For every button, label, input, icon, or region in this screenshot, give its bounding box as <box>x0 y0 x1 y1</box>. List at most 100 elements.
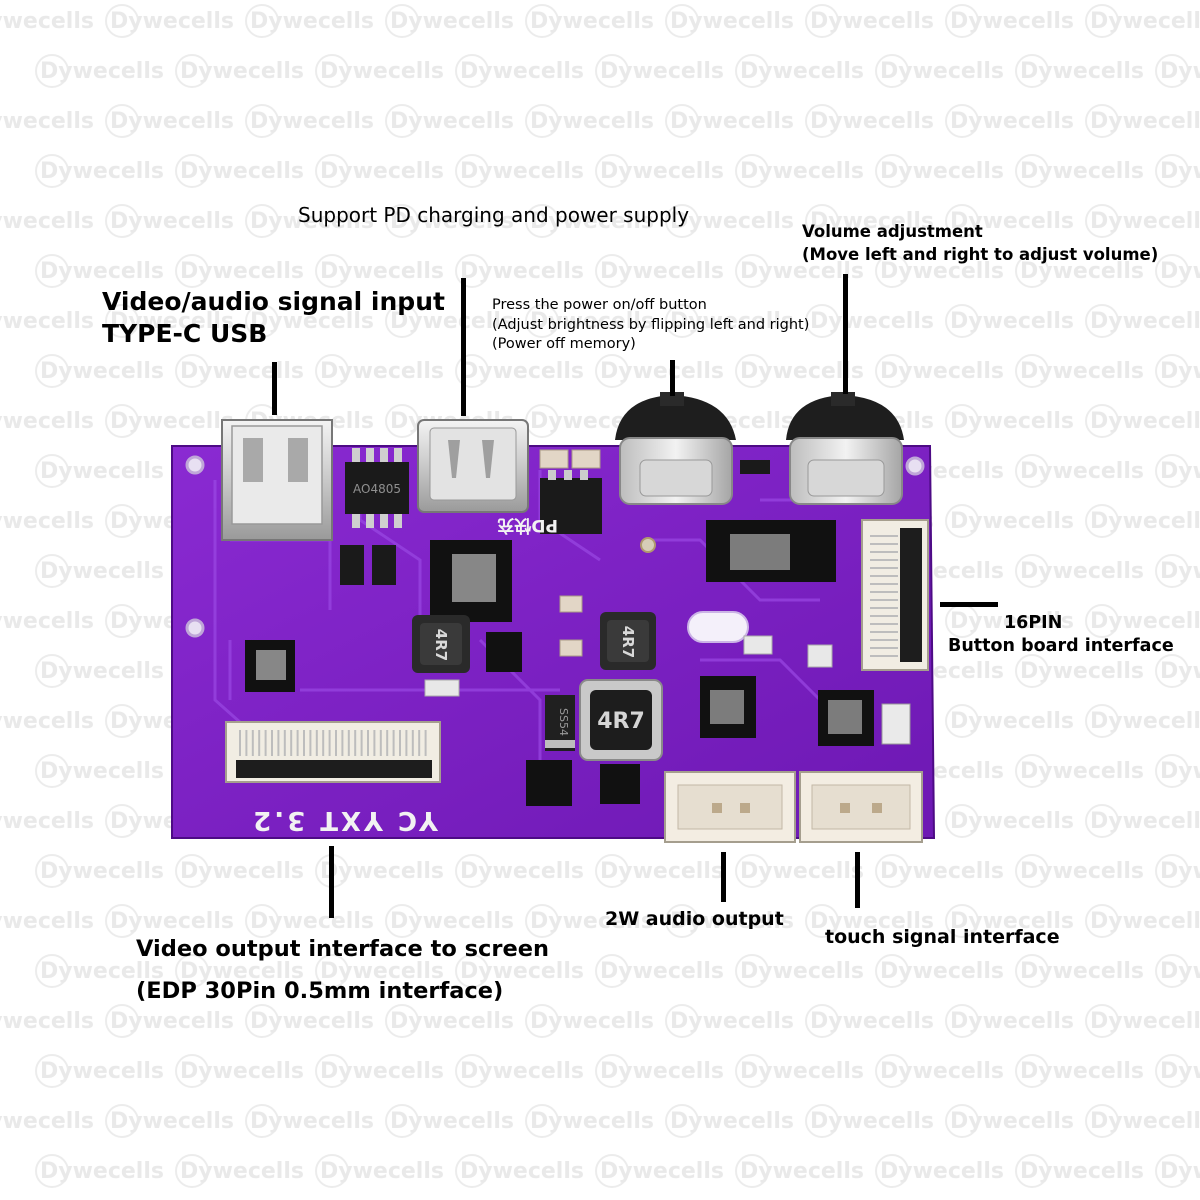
video-output-line1: Video output interface to screen <box>136 936 549 962</box>
watermark-text: Dywecells <box>950 409 1074 434</box>
watermark-logo <box>385 204 419 238</box>
watermark-logo <box>735 354 769 388</box>
watermark-logo <box>35 1154 69 1188</box>
watermark-logo <box>35 154 69 188</box>
watermark-logo <box>245 104 279 138</box>
watermark-text: Dywecells <box>530 209 654 234</box>
watermark-text: Dywecells <box>950 709 1074 734</box>
volume-thumbwheel <box>786 392 904 505</box>
watermark-text: Dywecells <box>390 209 514 234</box>
watermark-text: Dywecells <box>810 1109 934 1134</box>
watermark-logo <box>105 504 139 538</box>
watermark-text: Dywecells <box>180 1059 304 1084</box>
watermark-text: Dywecells <box>530 109 654 134</box>
watermark-logo <box>245 304 279 338</box>
watermark-text: Dywecells <box>1160 559 1200 584</box>
usb-input-callout: Video/audio signal input TYPE-C USB <box>102 286 445 350</box>
watermark-text: Dywecells <box>1090 9 1200 34</box>
watermark-text: Dywecells <box>0 1009 94 1034</box>
watermark-logo <box>945 404 979 438</box>
volume-leader <box>843 274 848 394</box>
watermark-text: Dywecells <box>320 859 444 884</box>
watermark-logo <box>875 1054 909 1088</box>
inductor-1: 4R7 <box>412 615 470 673</box>
watermark-text: Dywecells <box>810 109 934 134</box>
watermark-text: Dywecells <box>460 1059 584 1084</box>
watermark-logo <box>245 1004 279 1038</box>
watermark-logo <box>525 1004 559 1038</box>
watermark-logo <box>735 954 769 988</box>
watermark-text: Dywecells <box>1160 659 1200 684</box>
inductor-3-label: 4R7 <box>597 709 645 734</box>
watermark-text: Dywecells <box>950 1009 1074 1034</box>
watermark-logo <box>525 304 559 338</box>
watermark-text: Dywecells <box>1020 259 1144 284</box>
watermark-text: Dywecells <box>530 1109 654 1134</box>
watermark-logo <box>315 154 349 188</box>
watermark-logo <box>945 804 979 838</box>
watermark-text: Dywecells <box>250 109 374 134</box>
watermark-text: Dywecells <box>0 709 94 734</box>
watermark-logo <box>1155 754 1189 788</box>
watermark-text: Dywecells <box>950 1109 1074 1134</box>
video-output-callout: Video output interface to screen (EDP 30… <box>136 928 549 1012</box>
watermark-text: Dywecells <box>1020 159 1144 184</box>
watermark-logo <box>385 1004 419 1038</box>
watermark-logo <box>665 104 699 138</box>
watermark-text: Dywecells <box>1160 459 1200 484</box>
volume-line2: (Move left and right to adjust volume) <box>802 245 1159 264</box>
watermark-text: Dywecells <box>1090 1109 1200 1134</box>
watermark-text: Dywecells <box>1090 109 1200 134</box>
audio-output-text: 2W audio output <box>605 908 784 930</box>
watermark-text: Dywecells <box>390 309 514 334</box>
watermark-text: Dywecells <box>110 309 234 334</box>
watermark-logo <box>35 654 69 688</box>
watermark-text: Dywecells <box>180 359 304 384</box>
watermark-text: Dywecells <box>1020 1159 1144 1184</box>
watermark-text: Dywecells <box>950 209 1074 234</box>
inductor-3: 4R7 <box>579 679 663 761</box>
watermark-text: Dywecells <box>670 209 794 234</box>
watermark-logo <box>315 54 349 88</box>
watermark-text: Dywecells <box>1090 1009 1200 1034</box>
inductor-2-label: 4R7 <box>619 626 637 658</box>
watermark-logo <box>1155 554 1189 588</box>
watermark-logo <box>1155 1054 1189 1088</box>
watermark-logo <box>35 54 69 88</box>
watermark-logo <box>385 4 419 38</box>
button-board-line1: 16PIN <box>1004 613 1063 633</box>
watermark-text: Dywecells <box>180 859 304 884</box>
volume-line1: Volume adjustment <box>802 222 983 241</box>
watermark-logo <box>595 1054 629 1088</box>
watermark-logo <box>875 54 909 88</box>
watermark-logo <box>455 954 489 988</box>
watermark-text: Dywecells <box>180 959 304 984</box>
watermark-text: Dywecells <box>1020 1059 1144 1084</box>
watermark-logo <box>455 1054 489 1088</box>
watermark-text: Dywecells <box>460 259 584 284</box>
watermark-text: Dywecells <box>390 1009 514 1034</box>
watermark-logo <box>595 1154 629 1188</box>
button-board-leader <box>940 602 998 607</box>
watermark-text: Dywecells <box>0 309 94 334</box>
diode-label: SS54 <box>557 708 570 736</box>
watermark-logo <box>805 4 839 38</box>
watermark-logo <box>525 1104 559 1138</box>
watermark-logo <box>665 1004 699 1038</box>
watermark-text: Dywecells <box>880 959 1004 984</box>
watermark-logo <box>735 1054 769 1088</box>
watermark-text: Dywecells <box>320 1059 444 1084</box>
usb-input-leader <box>272 362 277 415</box>
power-button-line3: (Power off memory) <box>492 336 636 352</box>
watermark-logo <box>385 904 419 938</box>
watermark-text: Dywecells <box>1090 709 1200 734</box>
watermark-text: Dywecells <box>40 159 164 184</box>
watermark-logo <box>735 254 769 288</box>
watermark-text: Dywecells <box>1090 409 1200 434</box>
watermark-text: Dywecells <box>1090 509 1200 534</box>
watermark-logo <box>1015 654 1049 688</box>
watermark-text: Dywecells <box>110 1009 234 1034</box>
watermark-text: Dywecells <box>740 1159 864 1184</box>
touch-text: touch signal interface <box>825 926 1060 948</box>
watermark-text: Dywecells <box>460 359 584 384</box>
